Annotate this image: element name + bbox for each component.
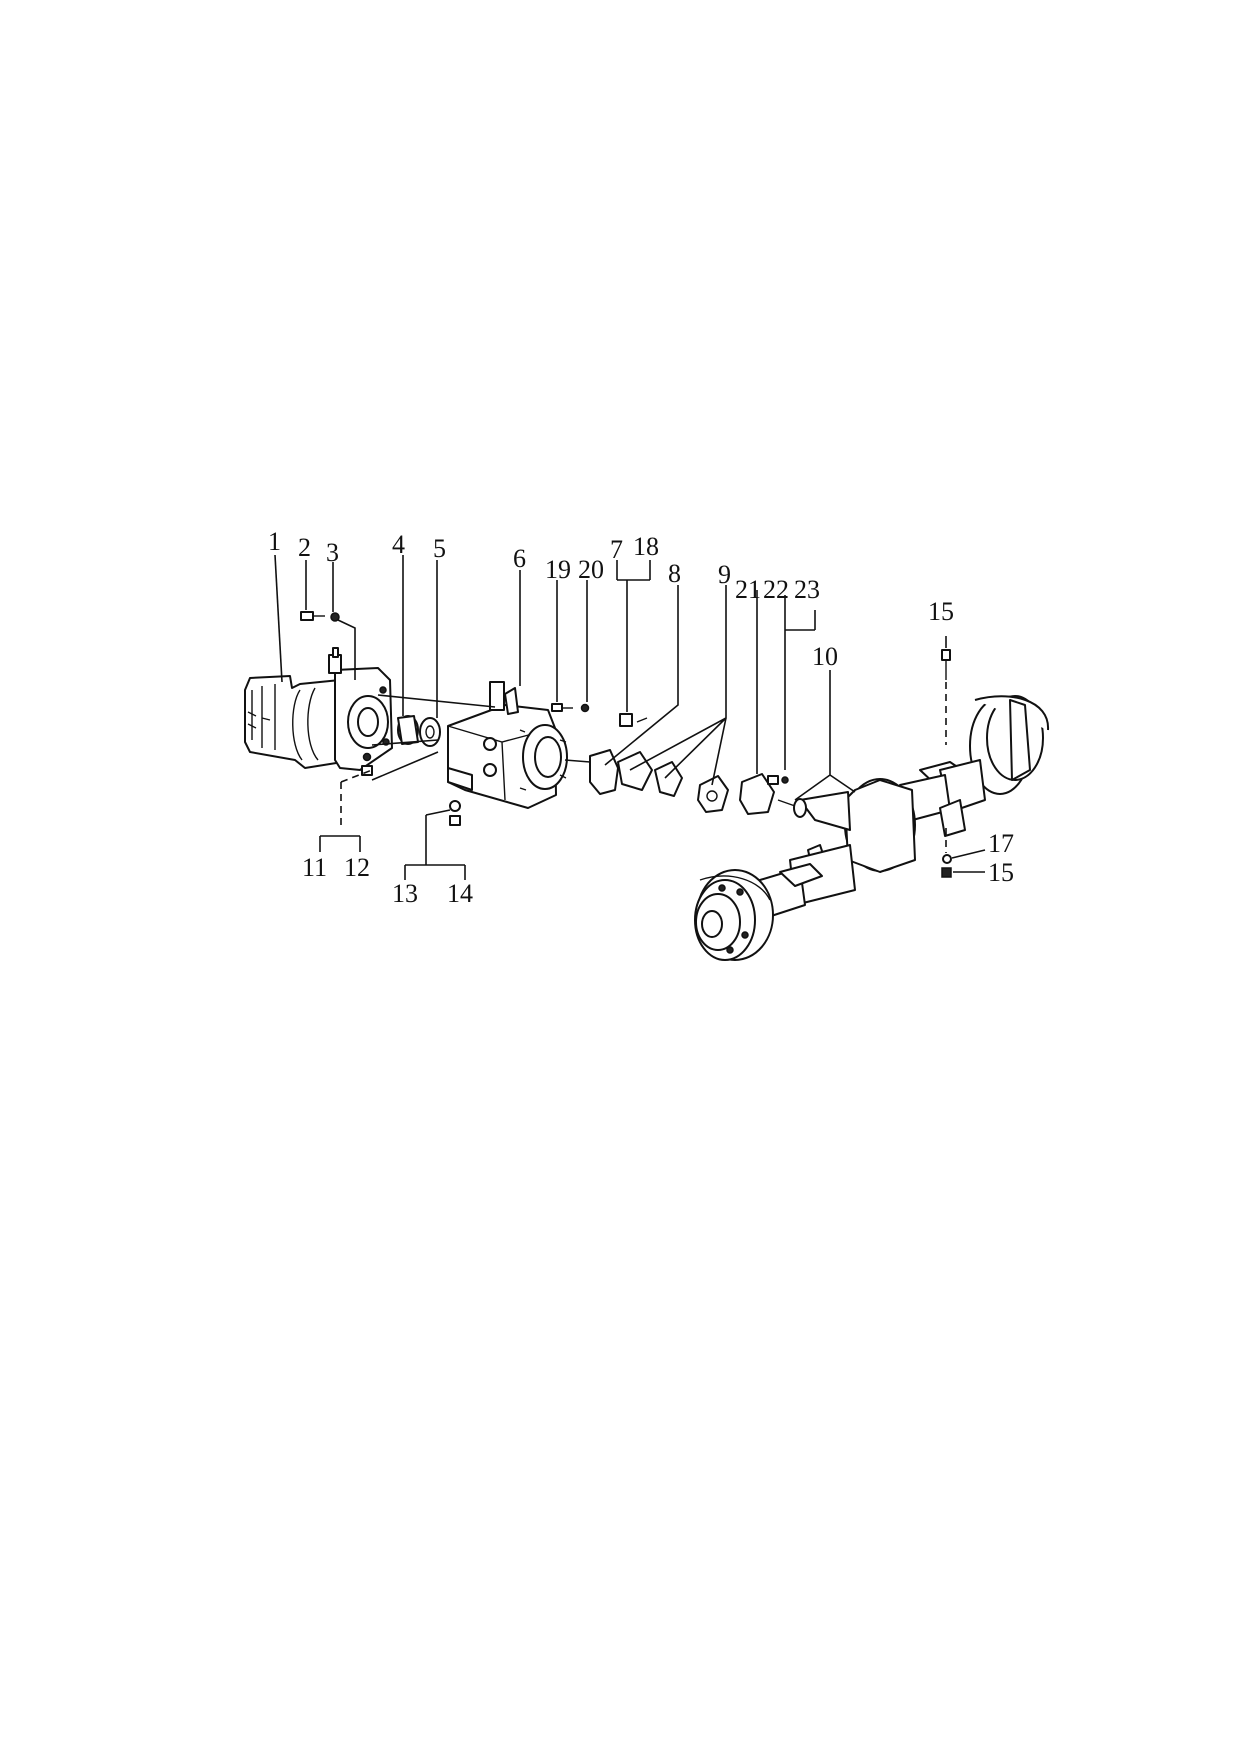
callout-3: 3 — [326, 538, 339, 567]
part-1-pump-assembly — [244, 647, 393, 771]
part-13-14-bolt-washer — [449, 800, 461, 826]
callout-5: 5 — [433, 534, 446, 563]
callout-15-top: 15 — [928, 597, 954, 626]
part-15-nut-bottom — [941, 867, 952, 878]
part-3-washer — [330, 612, 340, 622]
callout-20: 20 — [578, 555, 604, 584]
leader-lines — [274, 554, 986, 880]
callout-15-bottom: 15 — [988, 858, 1014, 887]
callout-7: 7 — [610, 535, 623, 564]
callout-10: 10 — [812, 642, 838, 671]
part-7-18-nut-pin — [619, 713, 648, 727]
callout-18: 18 — [633, 532, 659, 561]
part-17-washer — [942, 854, 952, 864]
callout-1: 1 — [268, 527, 281, 556]
part-20-washer — [580, 703, 590, 713]
part-5-ring — [419, 717, 441, 747]
callout-2: 2 — [298, 533, 311, 562]
part-15-bolt-top — [941, 649, 951, 680]
callout-23: 23 — [794, 575, 820, 604]
callout-19: 19 — [545, 555, 571, 584]
part-6-gearbox-housing — [447, 681, 568, 809]
callout-labels: 1 2 3 4 5 6 19 20 7 18 8 9 21 22 23 10 1… — [268, 527, 1014, 908]
part-10-drive-axle — [694, 695, 1050, 961]
callout-11: 11 — [302, 853, 327, 882]
callout-4: 4 — [392, 530, 405, 559]
callout-6: 6 — [513, 544, 526, 573]
callout-12: 12 — [344, 853, 370, 882]
callout-13: 13 — [392, 879, 418, 908]
callout-9: 9 — [718, 560, 731, 589]
part-9-spider — [697, 775, 729, 813]
callout-22: 22 — [763, 575, 789, 604]
part-4-coupling — [397, 715, 419, 745]
callout-8: 8 — [668, 559, 681, 588]
callout-17: 17 — [988, 829, 1014, 858]
part-8-yoke — [564, 749, 683, 797]
callout-14: 14 — [447, 879, 473, 908]
callout-21: 21 — [735, 575, 761, 604]
part-11-12-bolt-washer — [361, 752, 373, 776]
part-19-bolt — [551, 703, 573, 712]
part-2-bolt — [300, 611, 325, 621]
part-21-23-flange-group — [739, 773, 796, 815]
